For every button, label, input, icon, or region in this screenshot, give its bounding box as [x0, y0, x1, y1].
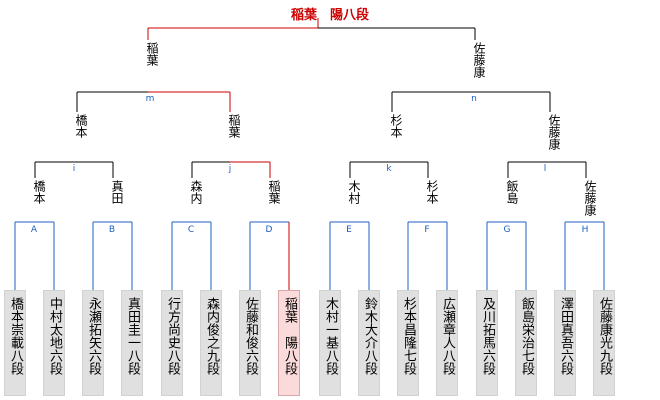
player-box: 及川拓馬六段 — [476, 290, 498, 396]
player-name: 稲葉 陽八段 — [282, 297, 297, 375]
player-name: 飯島栄治七段 — [519, 297, 534, 375]
qf-k-right-name: 杉本 — [425, 180, 439, 204]
qf-i-right-name: 真田 — [110, 180, 124, 204]
player-box: 鈴木大介八段 — [358, 290, 380, 396]
match-label-B: B — [108, 225, 116, 235]
qf-j-left-name: 森内 — [189, 180, 203, 204]
player-box: 佐藤和俊六段 — [239, 290, 261, 396]
player-name: 佐藤和俊六段 — [243, 297, 258, 375]
player-box: 飯島栄治七段 — [515, 290, 537, 396]
match-label-D: D — [265, 225, 273, 235]
player-box: 杉本昌隆七段 — [397, 290, 419, 396]
player-name: 木村一基八段 — [323, 297, 338, 375]
player-name: 橋本崇載八段 — [8, 297, 23, 375]
player-box: 澤田真吾六段 — [554, 290, 576, 396]
match-label-F: F — [424, 225, 430, 235]
match-label-n: n — [471, 94, 477, 104]
match-label-H: H — [581, 225, 589, 235]
player-box: 佐藤康光九段 — [593, 290, 615, 396]
semi-n-right-name: 佐藤康 — [547, 114, 561, 150]
player-name: 中村太地六段 — [47, 297, 62, 375]
player-box: 真田圭一八段 — [121, 290, 143, 396]
player-box-champion: 稲葉 陽八段 — [278, 290, 300, 396]
semi-m-right-name: 稲葉 — [227, 114, 241, 138]
final-left-name: 稲葉 — [145, 42, 159, 66]
match-label-k: k — [386, 164, 392, 174]
match-label-m: m — [145, 94, 155, 104]
player-box: 橋本崇載八段 — [4, 290, 26, 396]
player-box: 木村一基八段 — [319, 290, 341, 396]
match-label-G: G — [503, 225, 511, 235]
match-label-l: l — [543, 164, 547, 174]
player-box: 行方尚史八段 — [161, 290, 183, 396]
match-label-j: j — [228, 164, 232, 174]
match-label-A: A — [30, 225, 38, 235]
player-name: 杉本昌隆七段 — [401, 297, 416, 375]
match-label-E: E — [346, 225, 352, 235]
semi-m-left-name: 橋本 — [74, 114, 88, 138]
qf-l-right-name: 佐藤康 — [583, 180, 597, 216]
player-name: 森内俊之九段 — [204, 297, 219, 375]
qf-l-left-name: 飯島 — [505, 180, 519, 204]
player-name: 佐藤康光九段 — [597, 297, 612, 375]
player-box: 中村太地六段 — [43, 290, 65, 396]
player-name: 及川拓馬六段 — [480, 297, 495, 375]
champion-title: 稲葉 陽八段 — [290, 8, 369, 23]
player-name: 鈴木大介八段 — [362, 297, 377, 375]
player-name: 広瀬章人八段 — [440, 297, 455, 375]
player-name: 永瀬拓矢六段 — [86, 297, 101, 375]
semi-n-left-name: 杉本 — [389, 114, 403, 138]
match-label-C: C — [187, 225, 195, 235]
player-name: 真田圭一八段 — [125, 297, 140, 375]
qf-i-left-name: 橋本 — [32, 180, 46, 204]
player-box: 永瀬拓矢六段 — [82, 290, 104, 396]
match-label-i: i — [72, 164, 76, 174]
qf-k-left-name: 木村 — [347, 180, 361, 204]
player-name: 澤田真吾六段 — [558, 297, 573, 375]
player-box: 森内俊之九段 — [200, 290, 222, 396]
player-box: 広瀬章人八段 — [436, 290, 458, 396]
qf-j-right-name: 稲葉 — [267, 180, 281, 204]
player-name: 行方尚史八段 — [165, 297, 180, 375]
final-right-name: 佐藤康 — [472, 42, 486, 78]
